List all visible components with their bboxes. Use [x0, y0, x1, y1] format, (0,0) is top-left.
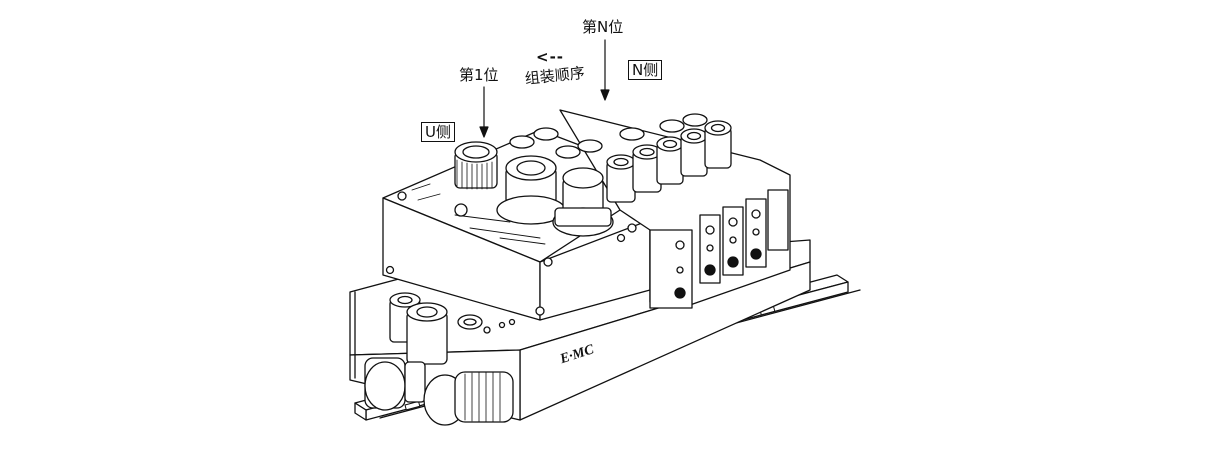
label-first-position: 第1位 — [459, 66, 499, 84]
silencer-right — [423, 371, 514, 426]
pointer-arrow-down-icon — [600, 39, 610, 101]
controller-connectors — [411, 141, 626, 245]
cap-connector-right — [552, 167, 614, 237]
assembly-direction-arrow: <-- — [536, 48, 565, 66]
m12-connector-left — [454, 141, 498, 190]
label-n-position: 第N位 — [582, 18, 624, 36]
pointer-arrow-down-icon — [479, 86, 489, 138]
label-u-side: U侧 — [421, 122, 455, 142]
push-in-fittings — [509, 113, 732, 203]
label-n-side: N侧 — [628, 60, 663, 80]
m12-connector-center — [496, 155, 566, 225]
inlet-fittings — [364, 292, 516, 426]
silencer-left — [364, 357, 426, 411]
